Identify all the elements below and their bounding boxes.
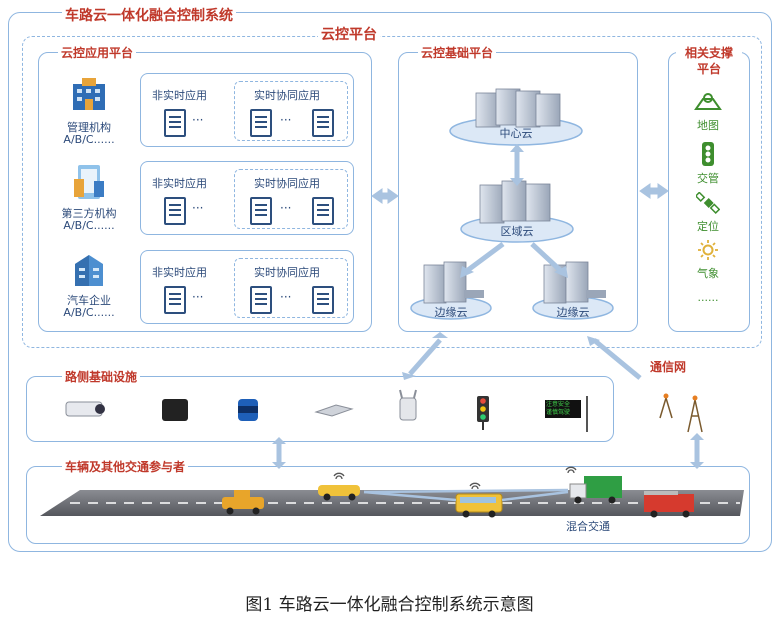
radar-icon xyxy=(162,399,188,421)
document-icon xyxy=(250,286,272,314)
edge-cloud-2-label: 边缘云 xyxy=(556,306,590,319)
cargo-truck-icon xyxy=(569,476,622,504)
access-point-icon xyxy=(399,389,417,421)
main-title: 车路云一体化融合控制系统 xyxy=(62,5,236,25)
document-icon xyxy=(164,109,186,137)
non-realtime-label: 非实时应用 xyxy=(152,177,207,190)
roadside-box xyxy=(26,376,614,442)
org-sub-1: A/B/C...... xyxy=(63,133,115,146)
cloud-platform-title: 云控平台 xyxy=(318,24,380,44)
ellipsis: ··· xyxy=(280,290,292,304)
vms-sign-line-1: 注意安全 xyxy=(546,401,571,408)
center-cloud-label: 中心云 xyxy=(499,127,533,140)
document-icon xyxy=(164,197,186,225)
edge-cloud-1 xyxy=(410,261,492,320)
cloud-platform-frame xyxy=(22,36,762,348)
ellipsis: ··· xyxy=(192,290,204,304)
network-label: 通信网 xyxy=(650,360,687,374)
vehicles-title: 车辆及其他交通参与者 xyxy=(62,458,189,475)
support-item-map: 地图 xyxy=(697,119,719,132)
vms-sign-line-2: 谨慎驾驶 xyxy=(546,409,571,416)
document-icon xyxy=(312,109,334,137)
support-title-2: 平台 xyxy=(696,62,721,76)
realtime-label: 实时协同应用 xyxy=(254,177,320,190)
org-name-3: 汽车企业 xyxy=(67,294,111,307)
fire-truck-icon xyxy=(644,491,694,518)
wifi-icon xyxy=(333,466,577,490)
traffic-light-icon xyxy=(702,142,714,166)
region-cloud-label: 区域云 xyxy=(500,225,534,238)
satellite-icon xyxy=(696,192,720,214)
building-icon xyxy=(73,78,105,110)
vms-sign-icon xyxy=(545,396,588,432)
support-more: ...... xyxy=(697,291,719,304)
document-icon xyxy=(312,286,334,314)
weather-icon xyxy=(698,240,718,260)
center-cloud xyxy=(449,88,583,146)
support-title-1: 相关支撑 xyxy=(676,44,742,61)
taxi-icon xyxy=(318,485,360,501)
traffic-signal-icon xyxy=(477,396,489,430)
school-bus-icon xyxy=(455,493,503,518)
org-sub-3: A/B/C...... xyxy=(63,306,115,319)
realtime-box xyxy=(234,258,348,318)
mixed-traffic-label: 混合交通 xyxy=(566,520,610,533)
bidirectional-arrow xyxy=(371,183,669,204)
ellipsis: ··· xyxy=(192,201,204,215)
ellipsis: ··· xyxy=(280,113,292,127)
non-realtime-label: 非实时应用 xyxy=(152,89,207,102)
edge-cloud-1-label: 边缘云 xyxy=(434,306,468,319)
org-name-1: 管理机构 xyxy=(67,121,111,134)
tower-icon xyxy=(659,397,703,433)
non-realtime-label: 非实时应用 xyxy=(152,266,207,279)
app-platform-title: 云控应用平台 xyxy=(58,44,137,61)
switch-icon xyxy=(314,404,354,417)
map-icon xyxy=(694,93,722,110)
document-icon xyxy=(250,197,272,225)
document-icon xyxy=(250,109,272,137)
road-surface xyxy=(40,490,744,516)
lidar-icon xyxy=(238,399,258,421)
realtime-box xyxy=(234,169,348,229)
support-item-weather: 气象 xyxy=(697,267,719,280)
org-sub-2: A/B/C...... xyxy=(63,219,115,232)
support-item-positioning: 定位 xyxy=(697,220,719,233)
document-icon xyxy=(312,197,334,225)
roadside-title: 路侧基础设施 xyxy=(62,368,141,385)
factory-icon xyxy=(75,255,103,286)
figure-caption: 图1 车路云一体化融合控制系统示意图 xyxy=(245,595,534,615)
realtime-box xyxy=(234,81,348,141)
realtime-label: 实时协同应用 xyxy=(254,89,320,102)
pickup-truck-icon xyxy=(222,490,264,515)
phone-building-icon xyxy=(74,165,104,199)
document-icon xyxy=(164,286,186,314)
base-platform-title: 云控基础平台 xyxy=(418,44,497,61)
cloud-arrows xyxy=(466,150,562,273)
ellipsis: ··· xyxy=(280,201,292,215)
support-item-traffic: 交管 xyxy=(697,172,719,185)
realtime-label: 实时协同应用 xyxy=(254,266,320,279)
org-name-2: 第三方机构 xyxy=(61,207,117,220)
ellipsis: ··· xyxy=(192,113,204,127)
camera-icon xyxy=(65,401,105,417)
